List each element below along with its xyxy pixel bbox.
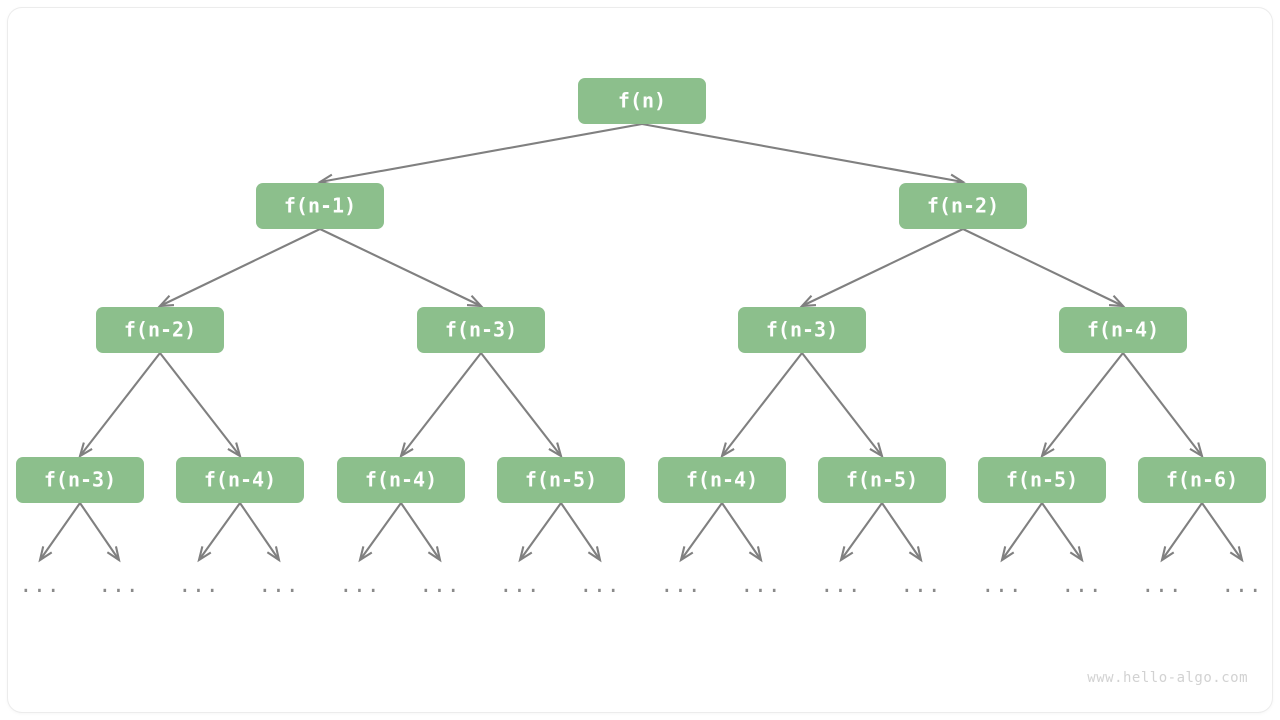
ellipsis-marker: ... — [1062, 573, 1103, 597]
node-label: f(n-5) — [1006, 468, 1078, 492]
ellipsis-marker: ... — [99, 573, 140, 597]
tree-node[interactable]: f(n-4) — [658, 457, 786, 503]
node-box — [417, 307, 545, 353]
edge-n6-to-n14 — [1122, 352, 1204, 459]
edge-n14-to-ellipsis-15 — [1201, 502, 1244, 563]
ellipsis-marker: ... — [580, 573, 621, 597]
edge-n7-to-ellipsis-0 — [38, 502, 81, 563]
recursion-tree-svg: f(n) f(n-1) f(n-2) f(n-2) f(n-3) f(n-3) f(n-4)… — [16, 78, 1266, 597]
node-box — [658, 457, 786, 503]
edge-n7-to-ellipsis-1 — [79, 502, 121, 563]
tree-node[interactable]: f(n-6) — [1138, 457, 1266, 503]
ellipsis-marker: ... — [420, 573, 461, 597]
edge-n12-to-ellipsis-11 — [881, 502, 923, 563]
edge-n2-to-n6 — [962, 228, 1126, 308]
tree-node[interactable]: f(n-5) — [497, 457, 625, 503]
ellipsis-marker: ... — [340, 573, 381, 597]
tree-node[interactable]: f(n-5) — [978, 457, 1106, 503]
ellipsis-marker: ... — [982, 573, 1023, 597]
edge-n0-to-n2 — [641, 122, 966, 186]
node-label: f(n-4) — [365, 468, 437, 492]
edge-n9-to-ellipsis-5 — [400, 502, 442, 563]
node-box — [978, 457, 1106, 503]
ellipsis-marker: ... — [901, 573, 942, 597]
edge-n3-to-n8 — [159, 352, 242, 459]
node-label: f(n-5) — [846, 468, 918, 492]
edge-n3-to-n7 — [78, 352, 161, 459]
node-label: f(n-4) — [686, 468, 758, 492]
edge-n2-to-n5 — [799, 228, 964, 308]
ellipsis-marker: ... — [661, 573, 702, 597]
edge-n14-to-ellipsis-14 — [1160, 502, 1203, 563]
tree-node[interactable]: f(n-5) — [818, 457, 946, 503]
node-box — [578, 78, 706, 124]
ellipsis-marker: ... — [20, 573, 61, 597]
node-label: f(n) — [618, 89, 666, 113]
node-box — [818, 457, 946, 503]
tree-node[interactable]: f(n-2) — [899, 183, 1027, 229]
ellipsis-marker: ... — [741, 573, 782, 597]
edge-n6-to-n13 — [1040, 352, 1124, 459]
tree-node[interactable]: f(n-2) — [96, 307, 224, 353]
node-box — [497, 457, 625, 503]
edge-n9-to-ellipsis-4 — [358, 502, 402, 563]
node-label: f(n-5) — [525, 468, 597, 492]
watermark: www.hello-algo.com — [1087, 670, 1248, 686]
node-box — [337, 457, 465, 503]
diagram-canvas: f(n) f(n-1) f(n-2) f(n-2) f(n-3) f(n-3) f(n-4)… — [8, 8, 1272, 712]
node-label: f(n-4) — [204, 468, 276, 492]
ellipsis-marker: ... — [1142, 573, 1183, 597]
node-box — [96, 307, 224, 353]
ellipsis-marker: ... — [821, 573, 862, 597]
edge-n5-to-n12 — [801, 352, 884, 459]
node-label: f(n-2) — [927, 194, 999, 218]
ellipsis-marker: ... — [500, 573, 541, 597]
edge-n8-to-ellipsis-3 — [239, 502, 281, 563]
node-label: f(n-2) — [124, 318, 196, 342]
edge-n4-to-n10 — [480, 352, 563, 459]
edge-n11-to-ellipsis-9 — [721, 502, 763, 563]
node-label: f(n-6) — [1166, 468, 1238, 492]
tree-node[interactable]: f(n) — [578, 78, 706, 124]
edge-n8-to-ellipsis-2 — [197, 502, 241, 563]
edge-n10-to-ellipsis-7 — [560, 502, 602, 563]
edge-n1-to-n3 — [157, 228, 321, 308]
tree-node[interactable]: f(n-4) — [176, 457, 304, 503]
edge-n13-to-ellipsis-13 — [1041, 502, 1084, 563]
node-box — [1138, 457, 1266, 503]
edge-n1-to-n4 — [319, 228, 484, 308]
tree-node[interactable]: f(n-3) — [738, 307, 866, 353]
node-label: f(n-4) — [1087, 318, 1159, 342]
node-label: f(n-3) — [44, 468, 116, 492]
edge-n11-to-ellipsis-8 — [679, 502, 723, 563]
nodes-layer: f(n) f(n-1) f(n-2) f(n-2) f(n-3) f(n-3) f(n-4)… — [16, 78, 1266, 503]
edge-n12-to-ellipsis-10 — [839, 502, 883, 563]
edges-layer — [38, 122, 1244, 563]
node-label: f(n-3) — [766, 318, 838, 342]
edge-n10-to-ellipsis-6 — [518, 502, 562, 563]
ellipsis-marker: ... — [179, 573, 220, 597]
node-box — [256, 183, 384, 229]
ellipsis-marker: ... — [1222, 573, 1263, 597]
edge-n4-to-n9 — [399, 352, 482, 459]
tree-node[interactable]: f(n-3) — [417, 307, 545, 353]
node-label: f(n-1) — [284, 194, 356, 218]
node-box — [16, 457, 144, 503]
ellipsis-layer: ........................................… — [20, 573, 1263, 597]
tree-node[interactable]: f(n-3) — [16, 457, 144, 503]
edge-n5-to-n11 — [720, 352, 803, 459]
ellipsis-marker: ... — [259, 573, 300, 597]
tree-node[interactable]: f(n-1) — [256, 183, 384, 229]
edge-n0-to-n1 — [317, 122, 643, 186]
node-box — [899, 183, 1027, 229]
node-box — [738, 307, 866, 353]
node-box — [1059, 307, 1187, 353]
edge-n13-to-ellipsis-12 — [1000, 502, 1043, 563]
tree-node[interactable]: f(n-4) — [1059, 307, 1187, 353]
node-label: f(n-3) — [445, 318, 517, 342]
tree-node[interactable]: f(n-4) — [337, 457, 465, 503]
node-box — [176, 457, 304, 503]
